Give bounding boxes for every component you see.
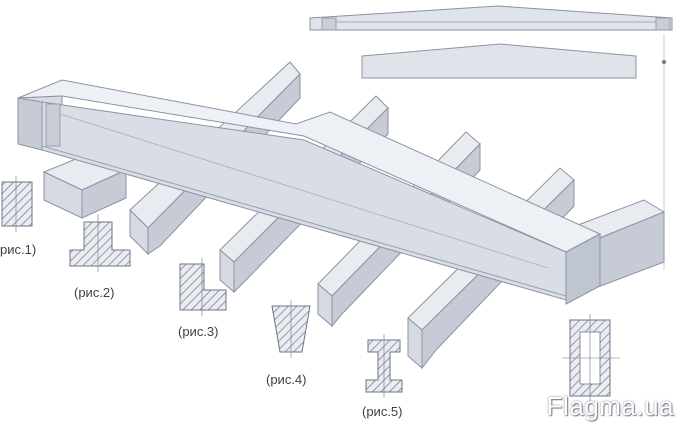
beam-elevation-view-2 [361,43,637,79]
profile-i-beam [365,334,403,398]
profile-inverted-t [69,214,131,272]
figure-label-4: (рис.4) [266,372,307,387]
profile-l-shape [179,258,227,316]
beam-elevation-view-1 [309,5,673,31]
figure-label-5: (рис.5) [362,404,403,419]
marker-dot [662,60,666,64]
profile-rectangular [1,176,33,232]
figure-label-1: рис.1) [0,242,37,257]
figure-label-2: (рис.2) [74,285,115,300]
watermark: Flagma.ua [546,391,674,421]
figure-label-3: (рис.3) [178,324,219,339]
main-gable-beam [17,79,602,305]
profile-trapezoid [271,300,311,358]
profile-hollow-rectangle [562,314,620,402]
